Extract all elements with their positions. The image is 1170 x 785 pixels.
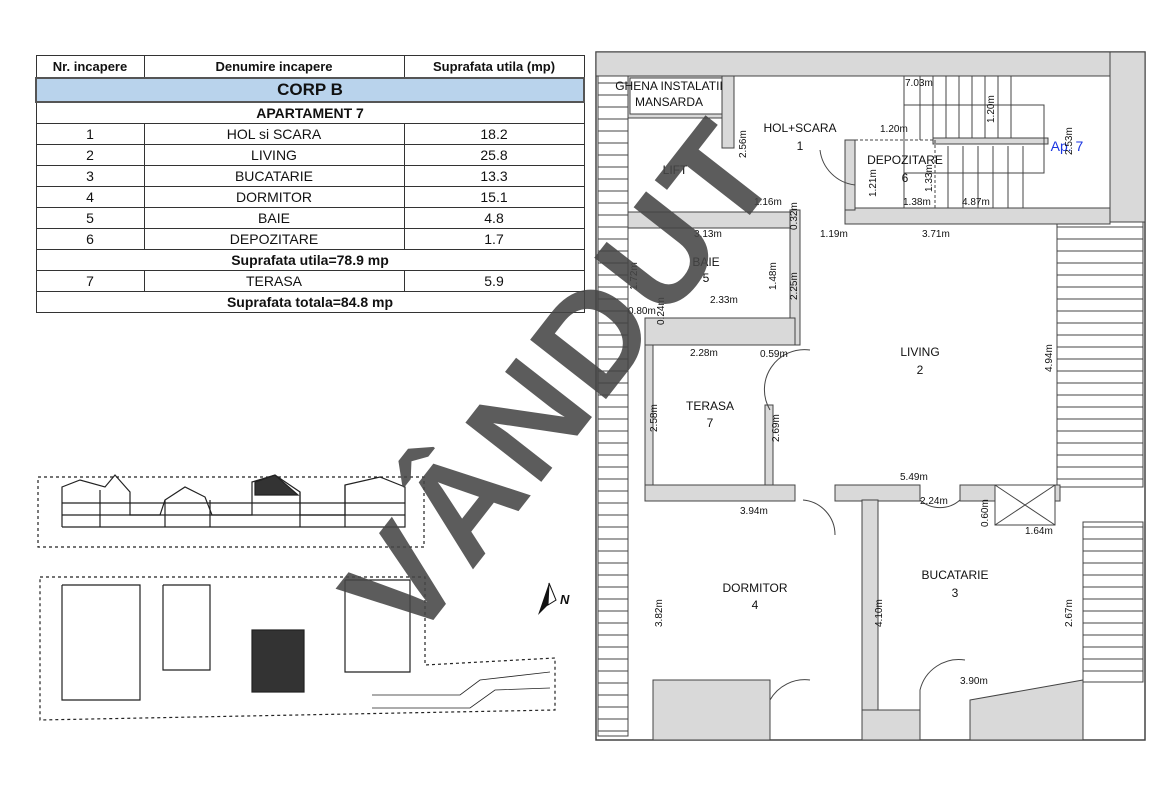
dimension: 1.33m xyxy=(924,164,935,192)
dimension: 1.64m xyxy=(1025,526,1053,537)
room-name: DORMITOR xyxy=(143,186,405,208)
dimension: 2.25m xyxy=(789,272,800,300)
top-wall xyxy=(595,51,1146,77)
dimension: 2.67m xyxy=(1064,599,1075,627)
room-number-baie: 5 xyxy=(702,271,710,285)
dimension: 0.80m xyxy=(628,306,656,317)
room-number-depozitare: 6 xyxy=(901,171,909,185)
dimension: 3.94m xyxy=(740,506,768,517)
grand-total: Suprafata totala=84.8 mp xyxy=(35,291,585,313)
dimension: 2.69m xyxy=(771,414,782,442)
room-number-living: 2 xyxy=(916,363,924,377)
room-number-terasa: 7 xyxy=(706,416,714,430)
dimension: 5.49m xyxy=(900,472,928,483)
room-number-bucatarie: 3 xyxy=(951,586,959,600)
room-number-hol: 1 xyxy=(796,139,804,153)
header-nr: Nr. incapere xyxy=(35,55,145,79)
dimension: 3.90m xyxy=(960,676,988,687)
dimension: 1.20m xyxy=(986,95,997,123)
room-label-depozitare: DEPOZITARE xyxy=(867,153,943,167)
dimension: 2.58m xyxy=(649,404,660,432)
right-wall xyxy=(1109,51,1146,223)
dimension: 1.21m xyxy=(868,169,879,197)
room-label-lift: LIFT xyxy=(662,163,688,177)
room-label-bucatarie: BUCATARIE xyxy=(921,568,989,582)
room-label-living: LIVING xyxy=(900,345,940,359)
right-hatch-strip-lower xyxy=(1082,521,1144,683)
room-label-dormitor: DORMITOR xyxy=(722,581,788,595)
site-plan xyxy=(39,576,556,721)
site-elevation xyxy=(37,474,425,548)
dimension: 0.59m xyxy=(760,349,788,360)
north-label: N xyxy=(560,592,570,607)
dimension: 2.24m xyxy=(920,496,948,507)
room-label-hol: HOL+SCARA xyxy=(763,121,837,135)
room-area: 4.8 xyxy=(403,207,585,229)
apartment-tag: Ap. 7 xyxy=(1050,138,1084,154)
dimension: 3.82m xyxy=(654,599,665,627)
room-label-baie: BAIE xyxy=(692,255,720,269)
dimension: 3.13m xyxy=(694,229,722,240)
room-label-ghena: GHENA INSTALATII xyxy=(615,79,723,93)
dimension: 4.10m xyxy=(874,599,885,627)
dimension: 1.48m xyxy=(768,262,779,290)
right-hatch-strip xyxy=(1056,221,1144,488)
dimension: 4.87m xyxy=(962,197,990,208)
north-arrow-icon xyxy=(538,582,557,615)
room-area: 1.7 xyxy=(403,228,585,250)
room-name: BUCATARIE xyxy=(143,165,405,187)
apartment-title: APARTAMENT 7 xyxy=(35,101,585,124)
left-hatch-strip xyxy=(597,75,629,737)
dimension: 3.71m xyxy=(922,229,950,240)
room-name: HOL si SCARA xyxy=(143,123,405,145)
dimension: 7.03m xyxy=(905,78,933,89)
building-title: CORP B xyxy=(35,77,585,103)
dimension: 4.94m xyxy=(1044,344,1055,372)
room-number-dormitor: 4 xyxy=(751,598,759,612)
dimension: 1.38m xyxy=(903,197,931,208)
dimension: 2.53m xyxy=(1064,127,1075,155)
area-table: Nr. incapere Denumire incapere Suprafata… xyxy=(35,55,585,313)
dimension: 0.60m xyxy=(980,499,991,527)
dimension: 2.33m xyxy=(710,295,738,306)
room-label-terasa: TERASA xyxy=(685,399,735,413)
room-label-ghena-2: MANSARDA xyxy=(634,95,704,109)
dimension: 1.20m xyxy=(880,124,908,135)
dimension: 1.19m xyxy=(820,229,848,240)
dimension: 1.16m xyxy=(754,197,782,208)
dimension: 2.28m xyxy=(690,348,718,359)
